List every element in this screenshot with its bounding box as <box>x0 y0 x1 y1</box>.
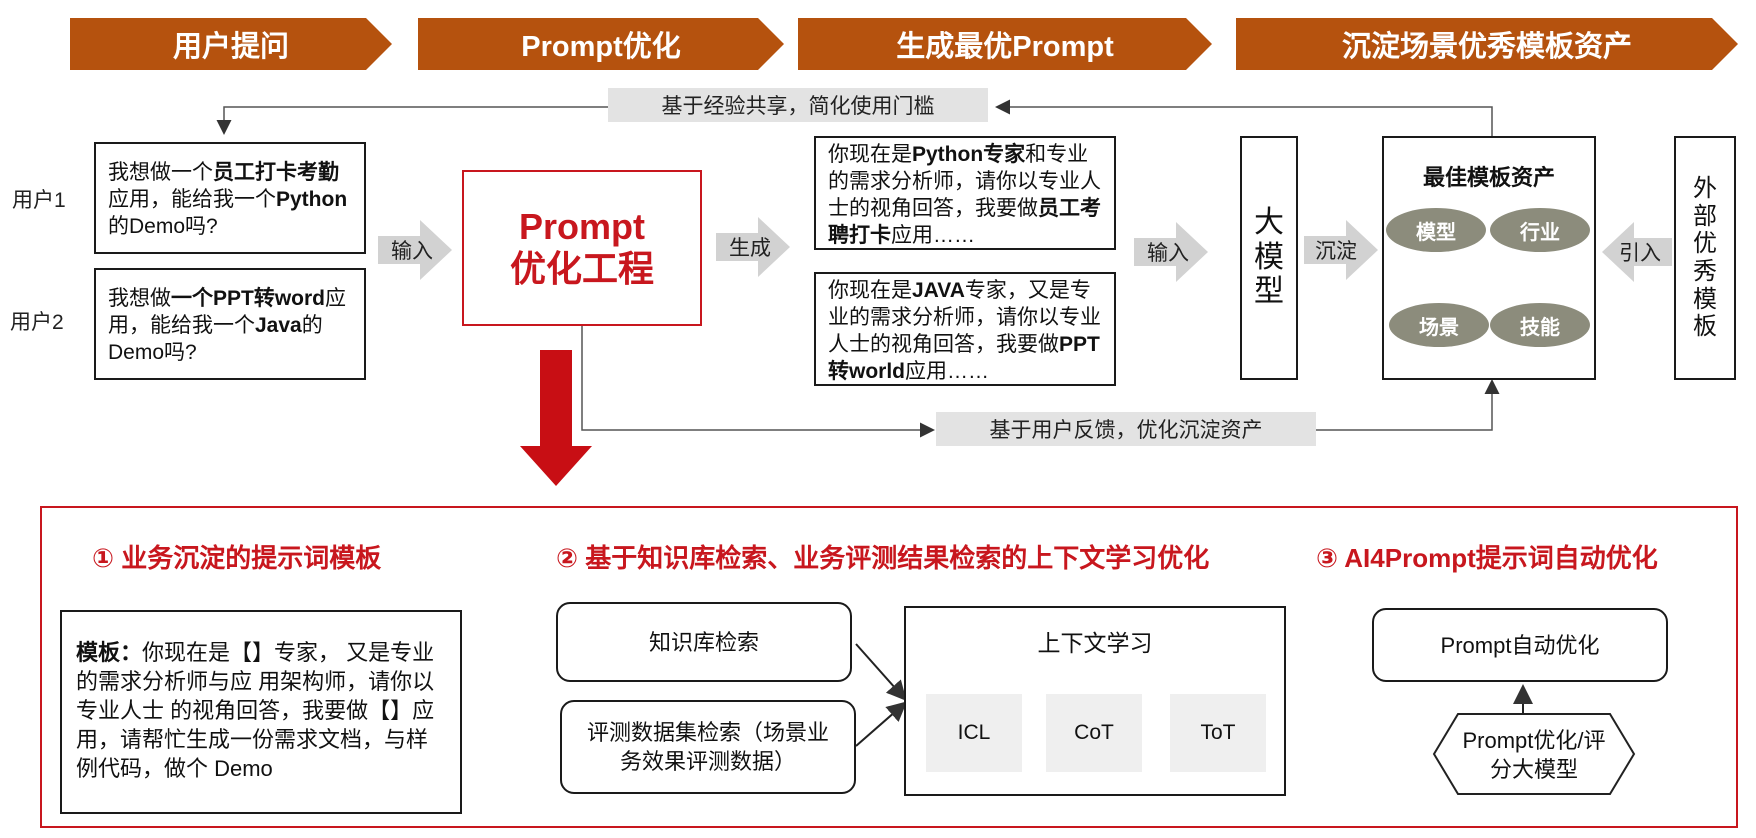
ext-char-5: 模 <box>1693 285 1717 313</box>
input-arrow-1 <box>378 220 452 280</box>
big-red-down-arrow <box>520 350 592 486</box>
engine-line-1: Prompt <box>519 206 645 247</box>
q1-text-c: 的Demo吗? <box>108 215 218 238</box>
q2-bold-b: Java <box>255 314 302 337</box>
template-text: 你现在是【】专家， 又是专业的需求分析师与应 用架构师，请你以专业人士 的视角回… <box>76 640 435 781</box>
generate-label: 生成 <box>729 237 771 260</box>
gp1-c: 应用…… <box>891 224 975 247</box>
engine-line-2: 优化工程 <box>509 248 654 289</box>
section-3-title: ③ AI4Prompt提示词自动优化 <box>1316 543 1658 573</box>
settle-arrow <box>1304 220 1378 280</box>
bottom-panel <box>40 506 1738 828</box>
llm-char-3: 型 <box>1254 275 1284 309</box>
gp1-bold-b: 员工考聘打卡 <box>828 197 1101 247</box>
user-1-label: 用户1 <box>12 189 66 212</box>
q1-text-a: 我想做一个 <box>108 161 213 184</box>
ext-char-1: 外 <box>1693 175 1717 203</box>
gp2-b: 专家，又是专业的需求分析师，请你以专业人士的视角回答，我要做 <box>828 279 1101 356</box>
gp1-a: 你现在是 <box>828 143 912 166</box>
user-2-question: 我想做一个PPT转word应用，能给我一个Java的Demo吗? <box>94 268 366 380</box>
bottom-feedback-return-arrow <box>1316 379 1500 431</box>
q1-bold-b: Python <box>276 188 348 211</box>
input-label-2: 输入 <box>1147 242 1189 265</box>
ext-char-4: 秀 <box>1693 258 1717 285</box>
generated-prompt-2: 你现在是JAVA专家，又是专业的需求分析师，请你以专业人士的视角回答，我要做PP… <box>814 272 1116 386</box>
method-cot: CoT <box>1046 694 1142 772</box>
header-step-user-question: 用户提问 <box>70 18 392 70</box>
method-tot: ToT <box>1170 694 1266 772</box>
gp2-bold-b: PPT转world <box>828 333 1100 383</box>
import-label: 引入 <box>1619 242 1661 265</box>
llm-char-1: 大 <box>1254 206 1284 240</box>
external-templates-box: 外 部 优 秀 模 板 <box>1674 136 1736 380</box>
llm-box: 大 模 型 <box>1240 136 1298 380</box>
input-arrow-2 <box>1134 222 1208 282</box>
oval-industry: 行业 <box>1490 208 1590 252</box>
q1-text-b: 应用，能给我一个 <box>108 188 276 211</box>
gp2-a: 你现在是 <box>828 279 912 302</box>
top-feedback-label: 基于经验共享，简化使用门槛 <box>608 88 988 122</box>
gp2-c: 应用…… <box>905 360 989 383</box>
input-label-1: 输入 <box>391 240 433 263</box>
ext-char-3: 优 <box>1693 230 1717 258</box>
q1-bold-a: 员工打卡考勤 <box>213 161 339 184</box>
q2-text-b: 应用，能给我一个 <box>108 287 347 337</box>
auto-optimize-box: Prompt自动优化 <box>1372 608 1668 682</box>
template-label: 模板： <box>76 640 143 665</box>
optimizer-model-label: Prompt优化/评分大模型 <box>1462 728 1606 782</box>
header-step-prompt-optimize: Prompt优化 <box>418 18 784 70</box>
q2-text-a: 我想做 <box>108 287 171 310</box>
top-feedback-arrow <box>995 99 1493 136</box>
ext-char-2: 部 <box>1693 202 1717 230</box>
top-feedback-return-arrow <box>216 106 608 135</box>
oval-skill: 技能 <box>1490 303 1590 347</box>
import-arrow <box>1602 222 1672 282</box>
user-1-question: 我想做一个员工打卡考勤应用，能给我一个Python 的Demo吗? <box>94 142 366 254</box>
section-2-title: ② 基于知识库检索、业务评测结果检索的上下文学习优化 <box>556 543 1210 573</box>
bottom-feedback-arrow <box>581 326 935 438</box>
settle-label: 沉淀 <box>1315 240 1357 263</box>
assets-title: 最佳模板资产 <box>1422 165 1555 190</box>
gp1-bold-a: Python专家 <box>912 143 1026 166</box>
q2-bold-a: 一个PPT转word <box>171 287 326 310</box>
bottom-feedback-label: 基于用户反馈，优化沉淀资产 <box>936 412 1316 446</box>
context-learning-title: 上下文学习 <box>1037 630 1153 656</box>
user-2-label: 用户2 <box>10 311 64 334</box>
q2-text-c: 的Demo吗? <box>108 314 323 364</box>
header-step-template-assets: 沉淀场景优秀模板资产 <box>1236 18 1738 70</box>
prompt-engine-box: Prompt 优化工程 <box>462 170 702 326</box>
ext-char-6: 板 <box>1693 313 1717 341</box>
oval-scene: 场景 <box>1389 303 1489 347</box>
oval-model: 模型 <box>1386 208 1486 252</box>
eval-retrieval-box: 评测数据集检索（场景业务效果评测数据） <box>560 700 856 794</box>
generated-prompt-1: 你现在是Python专家和专业的需求分析师，请你以专业人士的视角回答，我要做员工… <box>814 136 1116 250</box>
template-box: 模板：你现在是【】专家， 又是专业的需求分析师与应 用架构师，请你以专业人士 的… <box>60 610 462 814</box>
header-step-generate-best-prompt: 生成最优Prompt <box>798 18 1212 70</box>
llm-char-2: 模 <box>1254 240 1284 274</box>
gp2-bold-a: JAVA <box>912 279 965 302</box>
gp1-b: 和专业的需求分析师，请你以专业人士的视角回答，我要做 <box>828 143 1101 220</box>
kb-to-context-arrow <box>855 643 907 701</box>
method-icl: ICL <box>926 694 1022 772</box>
optimizer-model-hexagon <box>1432 713 1636 795</box>
kb-retrieval-box: 知识库检索 <box>556 602 852 682</box>
generate-arrow <box>716 217 790 277</box>
eval-to-context-arrow <box>855 701 908 747</box>
section-1-title: ① 业务沉淀的提示词模板 <box>92 543 382 573</box>
